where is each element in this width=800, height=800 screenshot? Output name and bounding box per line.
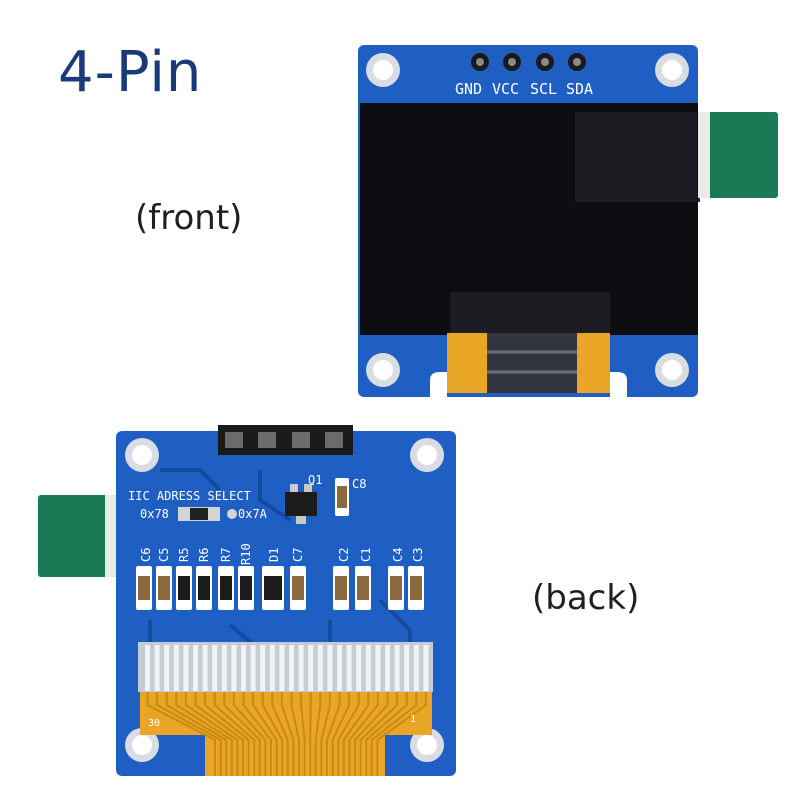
front-green-tab	[700, 112, 778, 198]
svg-text:D1: D1	[267, 548, 281, 562]
svg-text:C4: C4	[391, 548, 405, 562]
flex-fanout	[146, 692, 427, 776]
pin-label-scl: SCL	[530, 80, 557, 98]
silk-q1: Q1	[308, 473, 322, 487]
front-caption: (front)	[135, 198, 243, 238]
svg-text:C5: C5	[157, 548, 171, 562]
svg-text:C7: C7	[291, 548, 305, 562]
svg-text:C3: C3	[411, 548, 425, 562]
svg-text:R6: R6	[197, 548, 211, 562]
svg-text:C1: C1	[359, 548, 373, 562]
svg-text:R10: R10	[239, 543, 253, 565]
smd-components	[136, 566, 424, 610]
svg-text:C2: C2	[337, 548, 351, 562]
q1-transistor	[285, 492, 317, 516]
component-labels: C6 C5 R5 R6 R7 R10 D1 C7 C2 C1 C4 C3	[139, 543, 425, 565]
pin-label-sda: SDA	[566, 80, 593, 98]
silk-c8: C8	[352, 477, 366, 491]
svg-text:C6: C6	[139, 548, 153, 562]
pin-label-gnd: GND	[455, 80, 482, 98]
flex-pin-30: 30	[148, 718, 160, 729]
back-caption: (back)	[532, 578, 640, 618]
title-text: 4-Pin	[58, 40, 203, 105]
flex-pin-1: 1	[410, 714, 416, 725]
front-header-pins	[471, 53, 586, 71]
silk-addr-left: 0x78	[140, 507, 169, 521]
oled-driver-area	[450, 292, 610, 334]
svg-text:R5: R5	[177, 548, 191, 562]
front-module: GND VCC SCL SDA	[358, 45, 778, 397]
oled-flex-overlap	[575, 112, 697, 202]
front-tab-edge	[698, 112, 710, 198]
back-tab-edge	[105, 495, 119, 577]
front-flex-chip	[487, 333, 577, 393]
front-mount-holes	[366, 53, 689, 387]
back-mount-holes	[125, 438, 444, 762]
flex-pads	[145, 645, 429, 691]
pin-label-vcc: VCC	[492, 80, 519, 98]
svg-text:R7: R7	[219, 548, 233, 562]
silk-addr-right: 0x7A	[238, 507, 268, 521]
back-header	[218, 425, 353, 455]
back-green-tab	[38, 495, 116, 577]
back-module: IIC ADRESS SELECT 0x78 0x7A Q1 C8 C6 C5 …	[38, 425, 456, 776]
silk-iic-address: IIC ADRESS SELECT	[128, 489, 251, 503]
